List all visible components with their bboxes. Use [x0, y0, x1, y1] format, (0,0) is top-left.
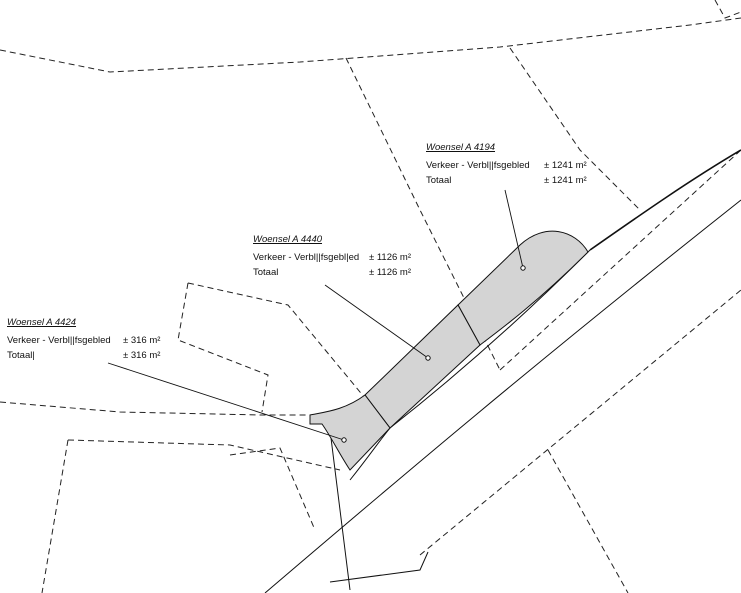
row-value: ± 1241 m² — [544, 175, 587, 186]
boundary-corner — [714, 0, 741, 19]
parcel-title: Woensel A 4424 — [7, 317, 77, 328]
boundary-lot-top — [187, 282, 366, 399]
leader-4194 — [504, 189, 524, 269]
row-label: Totaal| — [7, 350, 35, 361]
row-label: Totaal — [253, 267, 279, 278]
road-lines — [264, 149, 741, 593]
row-value: ± 1126 m² — [369, 267, 411, 278]
leaders — [107, 189, 526, 443]
row-label: Verkeer - Verbl||fsgebled — [426, 160, 530, 171]
leader-4424 — [107, 362, 345, 441]
parcel-row: Totaal ± 1241 m² — [426, 173, 587, 188]
row-value: ± 1241 m² — [544, 160, 587, 171]
area-4424 — [309, 394, 391, 471]
boundary-small — [229, 447, 316, 531]
row-value: ± 316 m² — [123, 350, 161, 361]
boundary-left — [0, 401, 310, 416]
row-label: Verkeer - Verbl||fsgebl|ed — [253, 252, 360, 263]
parcel-row: Totaal ± 1126 m² — [253, 265, 411, 280]
parcel-label-4424: Woensel A 4424 Verkeer - Verbl||fsgebled… — [7, 315, 160, 363]
boundary-mid-right — [509, 47, 641, 211]
boundary-lower-left — [41, 439, 69, 593]
road-bottom — [329, 551, 429, 583]
shaded-areas — [309, 230, 589, 471]
road-edge-upper — [589, 149, 741, 251]
boundary-lot — [177, 282, 269, 413]
parcel-title: Woensel A 4194 — [426, 142, 496, 153]
marker-4440 — [425, 355, 431, 361]
road-edge-lower — [264, 199, 741, 593]
parcel-row: Totaal| ± 316 m² — [7, 348, 160, 363]
parcel-label-4440: Woensel A 4440 Verkeer - Verbl||fsgebl|e… — [253, 232, 411, 280]
parcel-title: Woensel A 4440 — [253, 234, 323, 245]
parcel-row: Verkeer - Verbl||fsgebled ± 1241 m² — [426, 158, 587, 173]
row-label: Verkeer - Verbl||fsgebled — [7, 335, 111, 346]
area-4194 — [457, 230, 589, 346]
row-label: Totaal — [426, 175, 452, 186]
area-4440 — [364, 304, 481, 429]
marker-4424 — [341, 437, 347, 443]
boundary-right — [499, 149, 741, 371]
parcel-row: Verkeer - Verbl||fsgebl|ed ± 1126 m² — [253, 250, 411, 265]
marker-4194 — [520, 265, 526, 271]
parcel-row: Verkeer - Verbl||fsgebled ± 316 m² — [7, 333, 160, 348]
row-value: ± 316 m² — [123, 335, 161, 346]
boundary-top — [0, 17, 741, 73]
leader-4440 — [324, 284, 429, 359]
road-spur — [329, 429, 351, 591]
boundary-vert-right — [547, 449, 629, 593]
boundary-lower — [67, 439, 341, 471]
row-value: ± 1126 m² — [369, 252, 411, 263]
parcel-label-4194: Woensel A 4194 Verkeer - Verbl||fsgebled… — [426, 140, 587, 188]
